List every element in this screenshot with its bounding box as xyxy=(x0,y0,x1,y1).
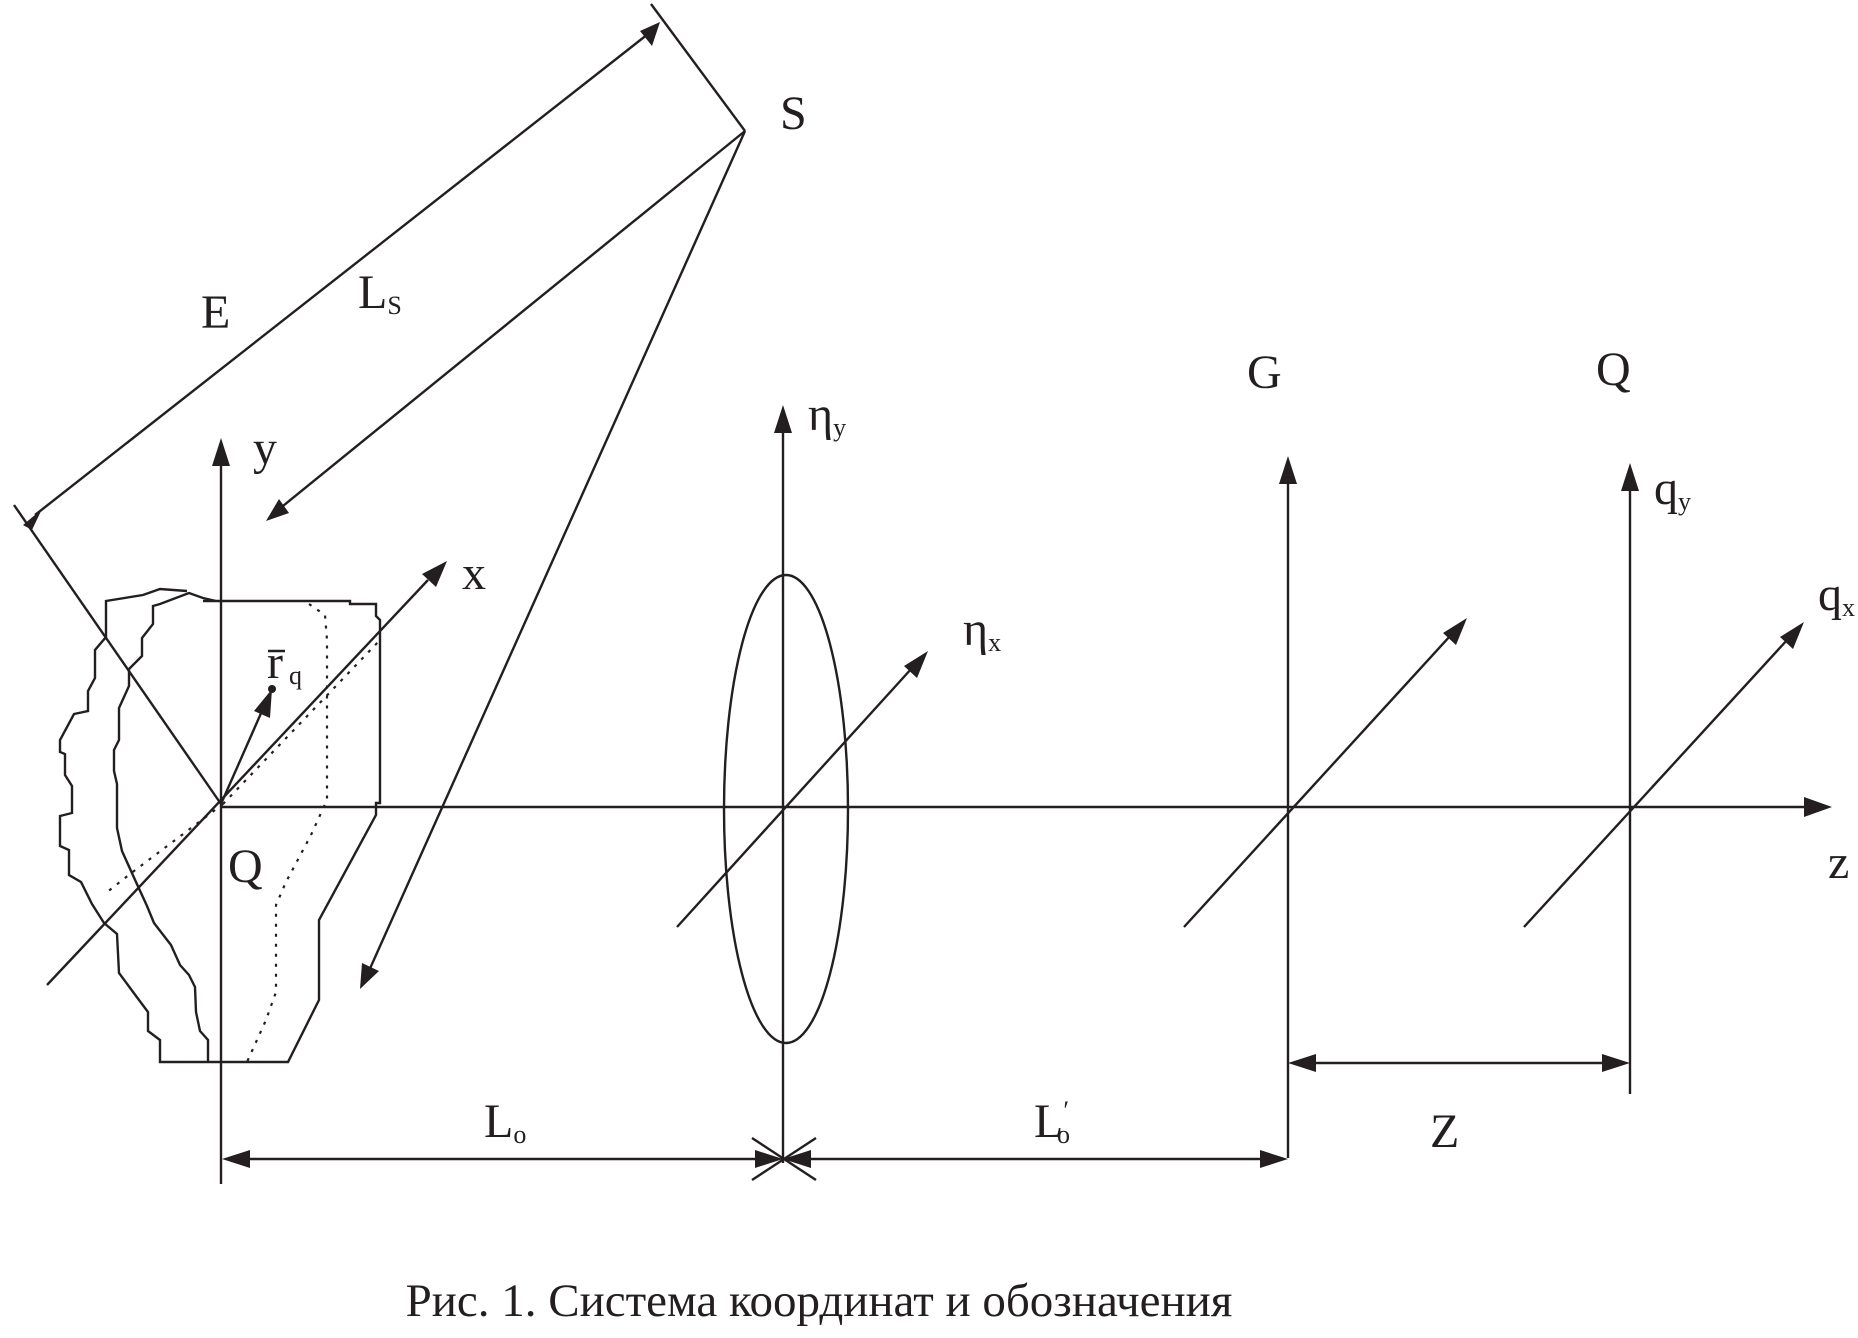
lens-ellipse xyxy=(722,573,850,1045)
label-q-object: Q xyxy=(228,840,263,893)
label-eta-y-subscript: y xyxy=(833,413,846,442)
object-hidden-edge-right xyxy=(245,603,329,1063)
label-q-x-main: q xyxy=(1818,568,1842,621)
label-lo-prime-mark: ′ xyxy=(1063,1096,1069,1125)
object-outer-contour xyxy=(58,587,382,1064)
label-eta-y: ηy xyxy=(808,388,846,442)
label-lo-subscript: o xyxy=(513,1120,526,1149)
r-vector xyxy=(219,710,264,805)
label-z-distance: Z xyxy=(1430,1105,1459,1158)
label-y: y xyxy=(253,422,277,475)
label-ls-main: L xyxy=(358,266,387,319)
label-lo: Lo xyxy=(484,1095,526,1149)
object-inner-contour xyxy=(112,591,217,1062)
beam-ray-upper xyxy=(277,130,746,511)
label-lo-prime: L′o xyxy=(1034,1095,1070,1149)
label-s: S xyxy=(780,87,807,140)
label-eta-y-main: η xyxy=(808,388,833,441)
eta-y-axis-arrowhead xyxy=(774,405,792,433)
label-eta-x-subscript: x xyxy=(988,628,1001,657)
label-g: G xyxy=(1247,346,1282,399)
q-y-axis-arrowhead xyxy=(1621,463,1639,491)
dim-lo-arrowhead-left xyxy=(222,1150,250,1168)
dim-z-arrowhead-left xyxy=(1288,1054,1316,1072)
label-ls: LS xyxy=(358,266,402,320)
g-vertical-axis-arrowhead xyxy=(1279,456,1297,484)
beam-ray-upper-arrowhead xyxy=(266,499,289,521)
z-axis-arrowhead xyxy=(1804,797,1832,817)
optical-axis xyxy=(221,797,1832,817)
distance-ls-arrow-line xyxy=(34,33,649,516)
label-x: x xyxy=(462,547,486,600)
source-beams xyxy=(13,3,747,989)
beam-top-edge xyxy=(650,3,746,132)
label-eta-x: ηx xyxy=(963,603,1001,657)
object-outline xyxy=(58,587,382,1064)
dim-lo-arrowhead-right xyxy=(755,1150,783,1168)
label-e: E xyxy=(201,286,230,339)
label-q-y-subscript: y xyxy=(1678,487,1691,516)
label-q-y-main: q xyxy=(1654,462,1678,515)
label-lo-main: L xyxy=(484,1095,513,1148)
dim-lo-prime-arrowhead-right xyxy=(1260,1150,1288,1168)
y-axis-arrowhead xyxy=(212,438,230,466)
label-q-y: qy xyxy=(1654,462,1691,516)
label-q-plane: Q xyxy=(1596,343,1631,396)
distance-ls-arrowhead-top xyxy=(640,22,660,46)
dim-lo-prime-arrowhead-left xyxy=(783,1150,811,1168)
object-axes xyxy=(46,438,447,1184)
x-axis-arrowhead xyxy=(422,561,447,587)
label-lo-prime-subscript: o xyxy=(1057,1120,1070,1149)
x-axis xyxy=(46,579,429,986)
label-eta-x-main: η xyxy=(963,603,988,656)
label-q-x: qx xyxy=(1818,568,1855,622)
r-vector-arrowhead xyxy=(254,689,272,718)
figure-caption: Рис. 1. Система координат и обозначения xyxy=(406,1275,1233,1327)
label-r-main: r xyxy=(267,636,283,689)
label-ls-subscript: S xyxy=(387,291,401,320)
eta-x-axis xyxy=(676,667,913,928)
dimensions xyxy=(222,1054,1630,1168)
dim-z-arrowhead-right xyxy=(1602,1054,1630,1072)
g-diagonal-axis-arrowhead xyxy=(1443,618,1467,645)
distance-ls-arrowhead-bottom xyxy=(23,509,42,530)
label-z-axis: z xyxy=(1828,836,1849,889)
beam-boundary-line xyxy=(13,504,222,805)
label-lo-prime-main: L xyxy=(1034,1095,1063,1148)
beam-ray-lower xyxy=(366,130,747,974)
g-diagonal-axis xyxy=(1183,634,1452,928)
beam-ray-lower-arrowhead xyxy=(360,963,379,989)
lens-plane xyxy=(676,405,928,1182)
eta-x-axis-arrowhead xyxy=(904,651,928,678)
label-q-x-subscript: x xyxy=(1842,593,1855,622)
q-x-axis-arrowhead xyxy=(1780,622,1804,649)
r-vector-endpoint xyxy=(268,685,276,693)
q-x-axis xyxy=(1523,638,1789,928)
q-plane xyxy=(1523,463,1804,1094)
label-r-subscript: q xyxy=(289,661,302,690)
g-plane xyxy=(1183,456,1467,1158)
